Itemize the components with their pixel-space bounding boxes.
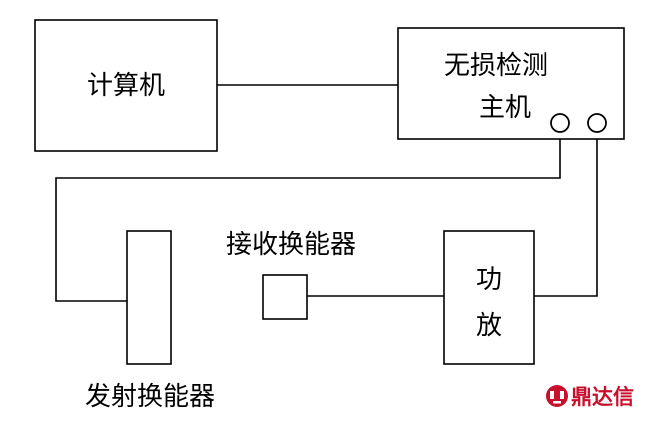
amplifier-label-line1: 功 [476, 265, 502, 295]
wire-host-tx-transducer [55, 132, 561, 302]
amplifier-box [443, 230, 535, 365]
brand-watermark: 鼎达信 [546, 385, 634, 409]
rx-transducer-box [262, 274, 308, 320]
host-port-left [550, 113, 570, 133]
rx-transducer-label: 接收换能器 [226, 230, 356, 260]
brand-text: 鼎达信 [571, 385, 634, 409]
tx-transducer-label: 发射换能器 [85, 382, 215, 412]
ndt-host-label-line2: 主机 [479, 93, 531, 123]
wire-host-amplifier [534, 132, 598, 297]
computer-label: 计算机 [87, 71, 165, 101]
brand-logo-icon [546, 385, 568, 407]
ndt-host-label-line1: 无损检测 [444, 51, 548, 81]
host-port-right [587, 113, 607, 133]
computer-box [34, 19, 218, 152]
tx-transducer-box [126, 230, 172, 365]
amplifier-label-line2: 放 [476, 311, 502, 341]
ndt-host-box [397, 27, 625, 140]
